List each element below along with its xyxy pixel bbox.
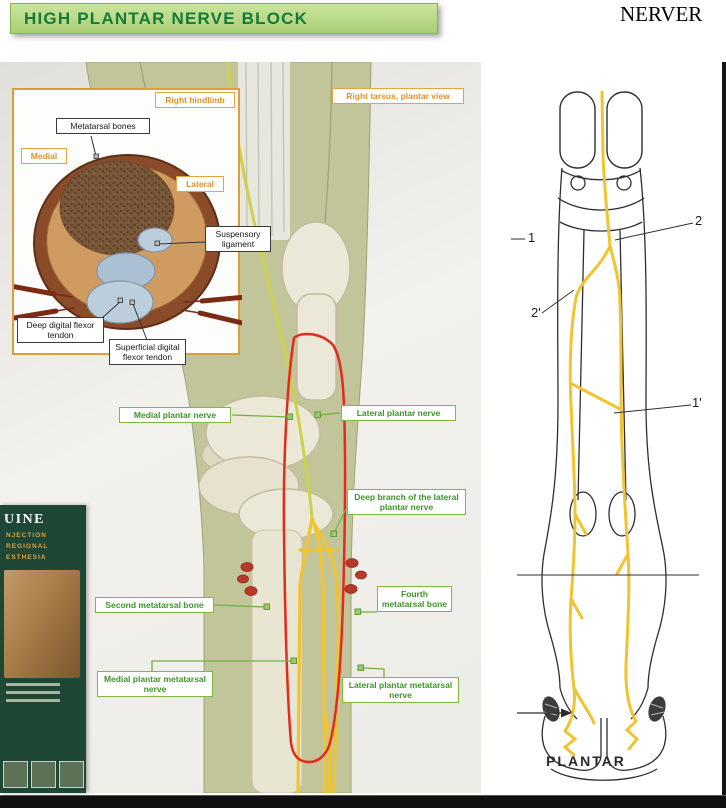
book-thumbnails	[3, 761, 84, 788]
hock-bones-outline	[559, 91, 643, 169]
ergot-shapes	[542, 696, 666, 722]
book-cover: UINE NJECTION REGIONAL ESTHESIA	[0, 505, 86, 793]
label-deep-branch-lateral-plantar-nerve: Deep branch of the lateral plantar nerve	[347, 489, 466, 516]
label-lateral: Lateral	[176, 176, 224, 193]
book-cover-subtitle-line: NJECTION	[6, 532, 47, 539]
label-lateral-plantar-nerve: Lateral plantar nerve	[341, 405, 456, 422]
scan-edge-shadow	[722, 62, 726, 795]
label-anchor-squares	[263, 411, 364, 671]
inset-anchor-squares	[93, 153, 160, 305]
book-author-text	[0, 683, 86, 702]
left-figure: Right hindlimb Metatarsal bones Medial L…	[0, 62, 481, 793]
right-figure: 2 1 2' 1' PLANTAR	[481, 62, 722, 793]
label-leader-lines	[151, 412, 385, 677]
bottom-scan-bar	[0, 795, 726, 808]
label-medial-plantar-metatarsal-nerve: Medial plantar metatarsal nerve	[97, 671, 213, 698]
marker-1-prime: 1'	[692, 395, 702, 410]
suspensory-ligament-section	[137, 227, 173, 253]
red-annotation-outline	[282, 332, 347, 764]
title-banner: HIGH PLANTAR NERVE BLOCK	[10, 3, 438, 34]
book-cover-subtitle-line: REGIONAL	[6, 543, 49, 550]
label-right-tarsus-plantar-view: Right tarsus, plantar view	[332, 88, 464, 105]
marker-leader-lines	[511, 222, 699, 576]
label-medial-plantar-nerve: Medial plantar nerve	[119, 407, 231, 424]
label-medial: Medial	[21, 148, 67, 165]
label-metatarsal-bones: Metatarsal bones	[56, 118, 150, 135]
calcaneus-bone	[281, 221, 351, 401]
marker-2: 2	[695, 213, 703, 228]
cross-section-drawing	[14, 135, 242, 341]
page-title: HIGH PLANTAR NERVE BLOCK	[24, 8, 309, 28]
book-cover-title: UINE	[4, 512, 46, 527]
label-fourth-metatarsal-bone: Fourth metatarsal bone	[377, 586, 452, 613]
cross-section-inset: Right hindlimb Metatarsal bones Medial L…	[12, 88, 271, 366]
label-second-metatarsal-bone: Second metatarsal bone	[95, 597, 214, 614]
book-cover-photo	[4, 570, 80, 678]
label-suspensory-ligament: Suspensory ligament	[205, 226, 271, 253]
marker-1: 1	[528, 230, 536, 245]
marker-2-prime: 2'	[531, 305, 541, 320]
label-lateral-plantar-metatarsal-nerve: Lateral plantar metatarsal nerve	[342, 677, 459, 704]
limb-outline	[541, 167, 667, 781]
corner-label: NERVER	[620, 2, 703, 26]
inset-leader-lines	[90, 135, 206, 341]
book-cover-subtitle-line: ESTHESIA	[6, 554, 47, 561]
needle-icons	[14, 284, 242, 326]
level-arrow	[517, 708, 572, 718]
injection-site-dots	[237, 558, 367, 596]
label-superficial-digital-flexor-tendon: Superficial digital flexor tendon	[109, 339, 186, 366]
plantar-line-diagram	[511, 90, 699, 781]
plantar-nerve-diagram-paths	[562, 90, 640, 757]
label-right-hindlimb: Right hindlimb	[155, 92, 235, 109]
plantar-caption: PLANTAR	[546, 753, 626, 769]
label-deep-digital-flexor-tendon: Deep digital flexor tendon	[17, 317, 104, 344]
